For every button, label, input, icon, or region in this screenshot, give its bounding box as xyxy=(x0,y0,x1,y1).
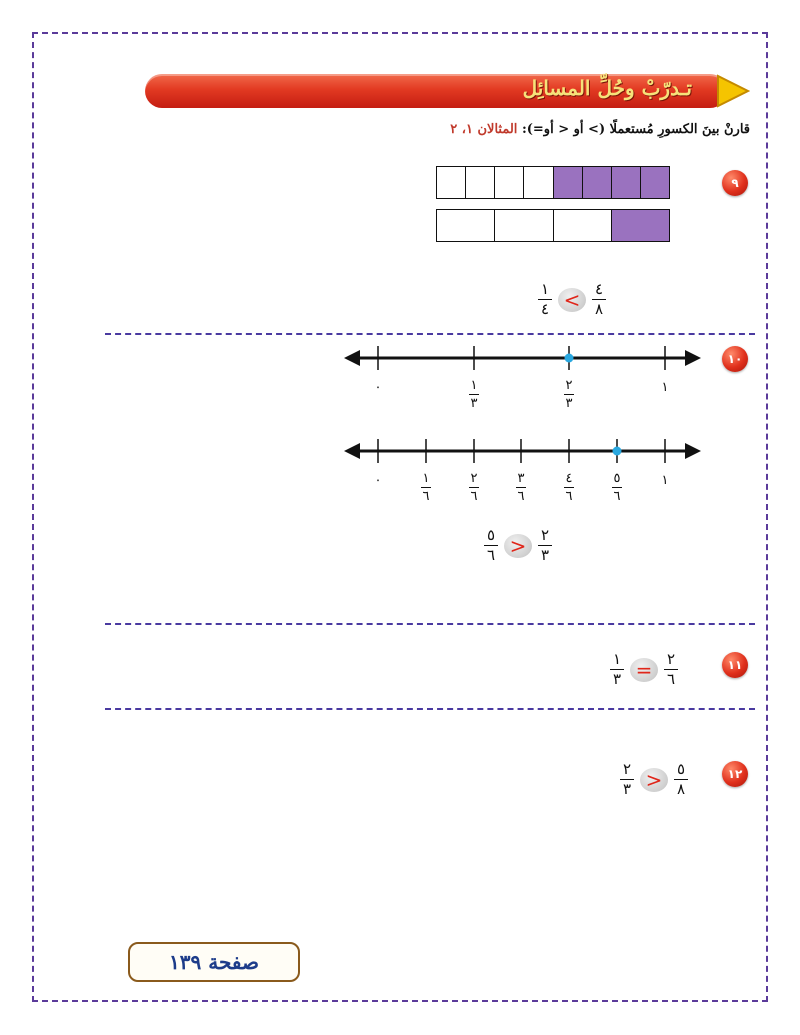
section-title: تـدرّبْ وحُلِّ المسائِل xyxy=(522,76,692,100)
comparison-symbol[interactable]: > xyxy=(640,767,668,792)
problem-number-9: ٩ xyxy=(722,170,748,196)
denominator: ٣ xyxy=(540,546,550,564)
fraction-bar-fourths xyxy=(436,209,670,242)
numerator: ٥ xyxy=(486,526,496,544)
numerator: ٤ xyxy=(565,471,573,486)
denominator: ٣ xyxy=(622,780,632,798)
banner-bar xyxy=(145,74,727,108)
instruction-text: قارنْ بينَ الكسورِ مُستعملًا (> أو < أو=… xyxy=(450,122,750,137)
comparison-symbol[interactable]: > xyxy=(504,533,532,558)
denominator: ٣ xyxy=(612,670,622,688)
number-line-thirds-axis xyxy=(344,346,701,370)
bar-cell xyxy=(553,167,583,198)
bar-cell xyxy=(495,210,554,241)
numerator: ٤ xyxy=(594,280,604,298)
denominator: ٦ xyxy=(486,546,496,564)
denominator: ٣ xyxy=(470,396,478,411)
numerator: ٥ xyxy=(676,760,686,778)
bar-cell xyxy=(611,210,669,241)
bar-cell xyxy=(554,210,612,241)
instruction-main: قارنْ بينَ الكسورِ مُستعملًا (> أو < أو=… xyxy=(521,122,750,137)
denominator: ٦ xyxy=(565,489,573,504)
page-frame xyxy=(32,32,768,1002)
numerator: ٢ xyxy=(565,378,573,393)
highlight-point xyxy=(612,446,622,456)
numerator: ١ xyxy=(540,280,550,298)
numerator: ٢ xyxy=(540,526,550,544)
comparison-symbol[interactable]: = xyxy=(630,657,658,682)
numerator: ٣ xyxy=(517,471,525,486)
denominator: ٨ xyxy=(594,300,604,318)
bar-cell xyxy=(524,167,554,198)
bar-cell xyxy=(437,210,496,241)
denominator: ٣ xyxy=(565,396,573,411)
numerator: ٢ xyxy=(622,760,632,778)
bar-cell xyxy=(611,167,641,198)
symbol-text: > xyxy=(645,767,663,792)
section-divider xyxy=(105,623,755,625)
bar-cell xyxy=(582,167,612,198)
problem-number-10: ١٠ xyxy=(722,346,748,372)
number-line-sixths-axis xyxy=(344,439,701,463)
numerator: ٥ xyxy=(613,471,621,486)
numerator: ٢ xyxy=(666,650,676,668)
numerator: ١ xyxy=(612,650,622,668)
instruction-reference: المثالان ١، ٢ xyxy=(450,122,518,137)
tick-label-one: ١ xyxy=(661,473,669,488)
tick-label-zero: ٠ xyxy=(374,380,382,395)
fraction-bar-eighths xyxy=(436,166,670,199)
bar-cell xyxy=(495,167,525,198)
denominator: ٦ xyxy=(517,489,525,504)
denominator: ٨ xyxy=(676,780,686,798)
denominator: ٤ xyxy=(540,300,550,318)
denominator: ٦ xyxy=(666,670,676,688)
symbol-text: = xyxy=(635,657,653,682)
section-divider xyxy=(105,708,755,710)
highlight-point xyxy=(564,353,574,363)
banner-arrow-icon xyxy=(717,74,750,108)
tick-label-zero: ٠ xyxy=(374,473,382,488)
denominator: ٦ xyxy=(422,489,430,504)
problem-number-12: ١٢ xyxy=(722,761,748,787)
denominator: ٦ xyxy=(470,489,478,504)
numerator: ٢ xyxy=(470,471,478,486)
bar-cell xyxy=(466,167,496,198)
numerator: ١ xyxy=(422,471,430,486)
tick-label-one: ١ xyxy=(661,380,669,395)
symbol-text: > xyxy=(509,533,527,558)
section-banner: تـدرّبْ وحُلِّ المسائِل xyxy=(145,72,750,110)
symbol-text: < xyxy=(563,287,581,312)
denominator: ٦ xyxy=(613,489,621,504)
problem-number-11: ١١ xyxy=(722,652,748,678)
comparison-symbol[interactable]: < xyxy=(558,287,586,312)
page-number-label: صفحة ١٣٩ xyxy=(128,942,300,982)
numerator: ١ xyxy=(470,378,478,393)
section-divider xyxy=(105,333,755,335)
bar-cell xyxy=(640,167,669,198)
bar-cell xyxy=(437,167,467,198)
